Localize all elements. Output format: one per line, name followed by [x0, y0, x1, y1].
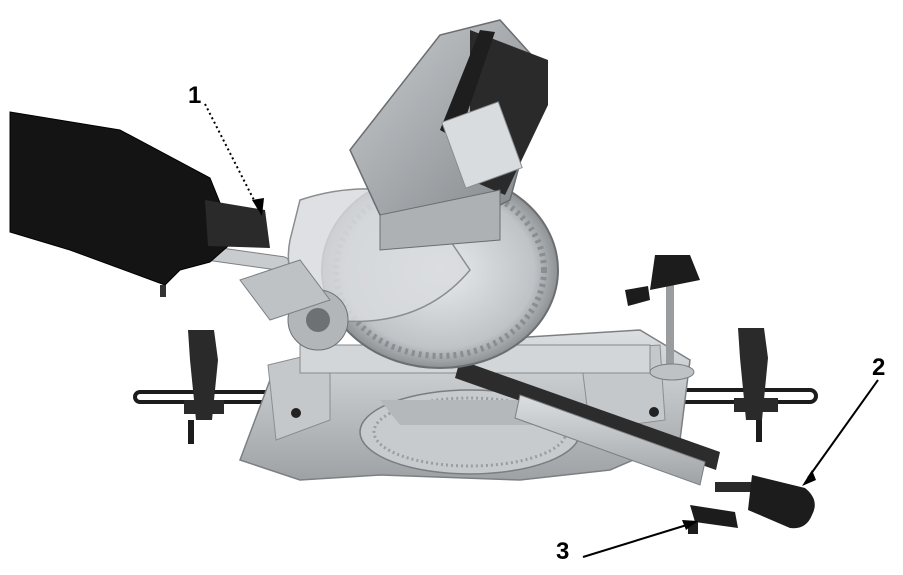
hold-down-post	[625, 255, 700, 381]
leader-line-1	[204, 103, 264, 216]
leader-line-2	[802, 379, 879, 486]
dust-bag	[9, 111, 270, 297]
bevel-lock-knob	[688, 505, 738, 534]
callout-2: 2	[872, 354, 886, 381]
callout-3: 3	[556, 538, 570, 565]
right-clamp	[734, 328, 778, 442]
slide-arm	[455, 360, 720, 486]
slide-lock-handle	[715, 475, 815, 529]
callout-1: 1	[188, 82, 202, 109]
left-clamp	[184, 330, 224, 444]
motor-housing	[349, 19, 548, 251]
leader-line-3	[582, 520, 698, 558]
